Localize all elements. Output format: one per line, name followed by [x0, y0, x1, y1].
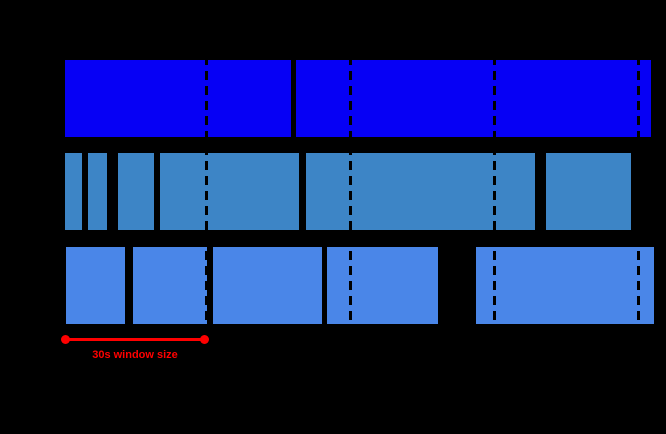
row-middle-audio-bar-segment	[65, 153, 82, 230]
row-middle-audio-bar-segment	[118, 153, 154, 230]
arrow-line	[65, 338, 205, 341]
window-boundary-dashed-line	[349, 56, 352, 328]
row-middle-audio-bar-segment	[88, 153, 107, 230]
row-bottom-audio-bar-segment	[213, 247, 322, 324]
row-middle-audio-bar-segment	[160, 153, 299, 230]
window-size-arrow	[61, 335, 209, 344]
row-middle-audio-bar-segment	[306, 153, 535, 230]
window-boundary-dashed-line	[637, 56, 640, 328]
row-top-audio-bar-segment	[296, 60, 651, 137]
arrow-right-dot-icon	[200, 335, 209, 344]
window-size-label: 30s window size	[92, 349, 178, 361]
row-bottom-audio-bar-segment	[133, 247, 207, 324]
row-middle-audio-bar-segment	[546, 153, 631, 230]
row-bottom-audio-bar-segment	[476, 247, 654, 324]
window-boundary-dashed-line	[205, 56, 208, 328]
row-top-audio-bar-segment	[65, 60, 291, 137]
row-bottom-audio-bar-segment	[327, 247, 438, 324]
window-boundary-dashed-line	[493, 56, 496, 328]
row-bottom-audio-bar-segment	[66, 247, 125, 324]
